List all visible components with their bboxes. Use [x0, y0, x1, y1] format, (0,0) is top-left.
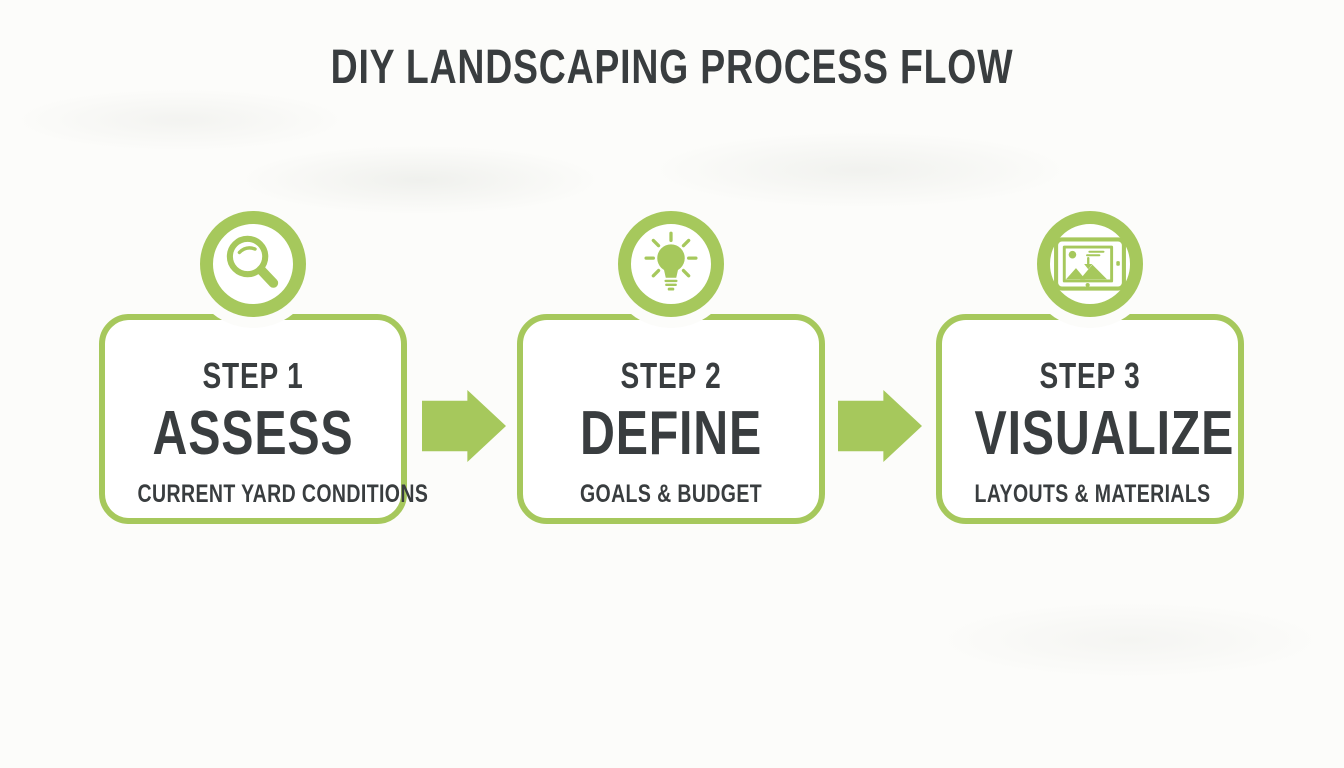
- step3-name: VISUALIZE: [974, 399, 1235, 468]
- flow-arrow-1-icon: [422, 390, 506, 462]
- step3-label: STEP 3: [1039, 355, 1141, 396]
- step2-subtitle: GOALS & BUDGET: [579, 480, 763, 508]
- step2-icon-badge: [618, 211, 724, 317]
- step-card-define: STEP 2 DEFINE GOALS & BUDGET: [517, 211, 825, 524]
- step3-subtitle: LAYOUTS & MATERIALS: [974, 480, 1211, 508]
- step-card-assess: STEP 1 ASSESS CURRENT YARD CONDITIONS: [99, 211, 429, 524]
- step2-name: DEFINE: [579, 399, 763, 468]
- step1-name: ASSESS: [152, 399, 354, 468]
- step1-icon-badge: [200, 211, 306, 317]
- step-card-visualize: STEP 3 VISUALIZE LAYOUTS & MATERIALS: [936, 211, 1244, 524]
- step3-icon-badge: [1037, 211, 1143, 317]
- step1-label: STEP 1: [202, 355, 304, 396]
- page-title-text: DIY LANDSCAPING PROCESS FLOW: [330, 41, 1014, 94]
- flow-arrow-2-icon: [838, 390, 922, 462]
- lightbulb-icon: [644, 231, 698, 291]
- step2-label: STEP 2: [620, 355, 722, 396]
- page-title: DIY LANDSCAPING PROCESS FLOW: [0, 40, 1344, 95]
- tablet-image-icon: [1054, 237, 1126, 291]
- step1-subtitle: CURRENT YARD CONDITIONS: [137, 480, 429, 508]
- magnifier-icon: [226, 235, 279, 288]
